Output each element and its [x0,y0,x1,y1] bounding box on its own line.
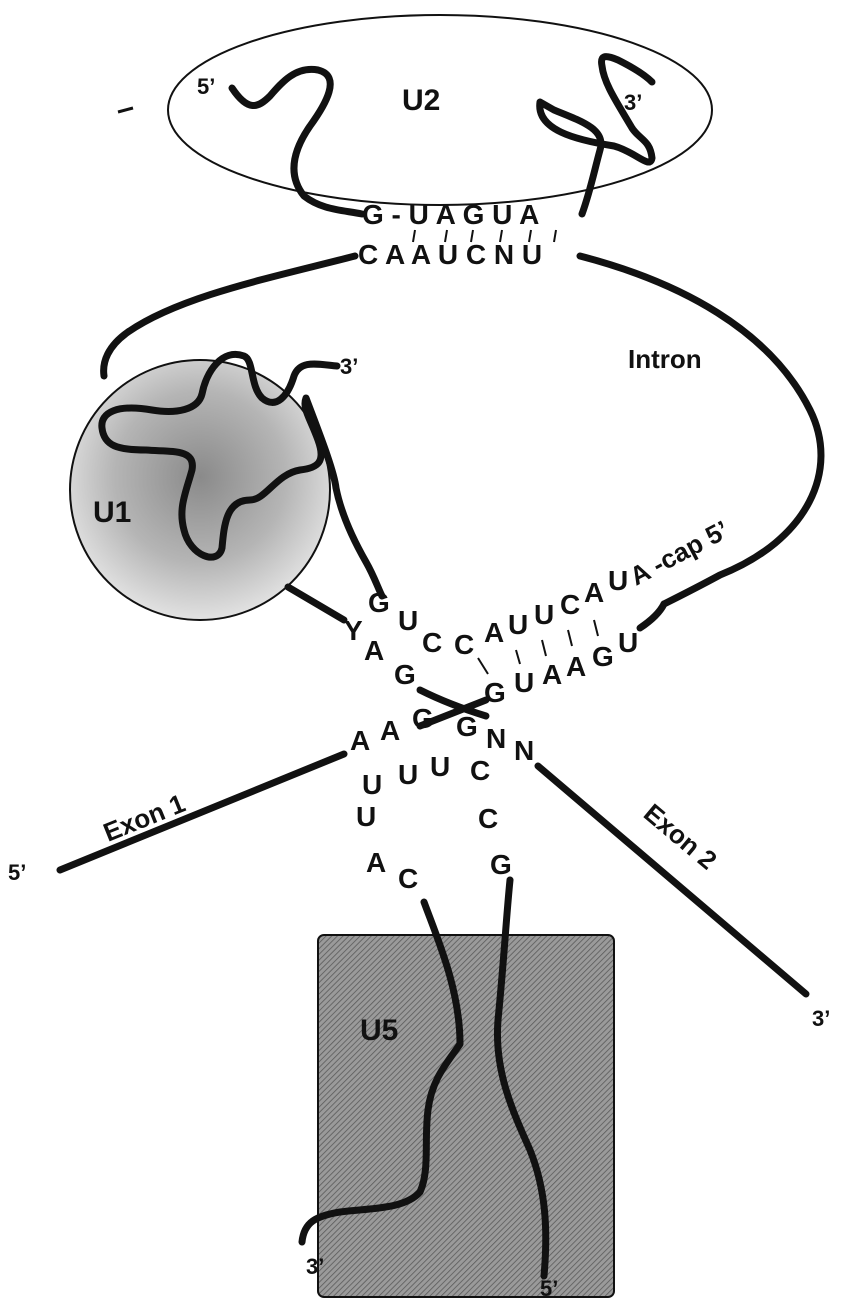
u1-base: C [422,627,442,658]
exon2-start-base: N [514,735,534,766]
premrna-base: G [592,641,614,672]
u1-base: C [454,629,474,660]
u1-base: U [508,609,528,640]
u5-snrnp [318,935,614,1297]
u1-label: U1 [93,496,131,529]
premrna-base: A [542,659,562,690]
u5-base: U [398,759,418,790]
u5-base: C [398,863,418,894]
exon1-end-base: Y [344,615,363,646]
u1-base: C [560,589,580,620]
premrna-base: U [514,667,534,698]
premrna-base: U [618,627,638,658]
exon1-bottom-base: A [380,715,400,746]
u5-base: G [490,849,512,880]
u5-base: C [470,755,490,786]
u5-right-bases: U C C G [430,751,512,880]
exon1-upper-connector [288,587,344,620]
exon1-end-base: G [394,659,416,690]
u1-base: G [368,587,390,618]
u5-three-prime-end: 3’ [306,1254,324,1279]
u5-base: A [366,847,386,878]
exon1-strand [60,754,344,870]
intron-connector [640,604,664,628]
exon2-three-prime-end: 3’ [812,1006,830,1031]
u1-base: U [534,599,554,630]
premrna-base: A [566,651,586,682]
u5-base: C [478,803,498,834]
exon1-five-prime-end: 5’ [8,860,26,885]
exon1-bottom-base: A [350,725,370,756]
u5-left-bases: U U U A C [356,759,418,894]
u2-pairing-bottom: C A A U C N U [358,239,542,270]
premrna-base: G [484,677,506,708]
u1-three-prime-end: 3’ [340,354,358,379]
u2-five-prime-end: 5’ [197,74,215,99]
u5-base: U [356,801,376,832]
u2-pairing-top: G - U A G U A [362,199,539,230]
u2-three-prime-end: 3’ [624,90,642,115]
u1-base: A [584,577,604,608]
u5-base: U [430,751,450,782]
stray-mark [118,108,133,112]
intron-label: Intron [628,344,702,374]
u5-five-prime-end: 5’ [540,1276,558,1301]
exon2-start-base: N [486,723,506,754]
u1-base: U [398,605,418,636]
exon2-start-base: G [456,711,478,742]
u1-bases: G U C C A U U C A U [368,565,628,660]
u5-label: U5 [360,1014,398,1047]
u5-base: U [362,769,382,800]
exon1-end-base: A [364,635,384,666]
u2-label: U2 [402,84,440,117]
u1-base: A [484,617,504,648]
u1-base: U [608,565,628,596]
